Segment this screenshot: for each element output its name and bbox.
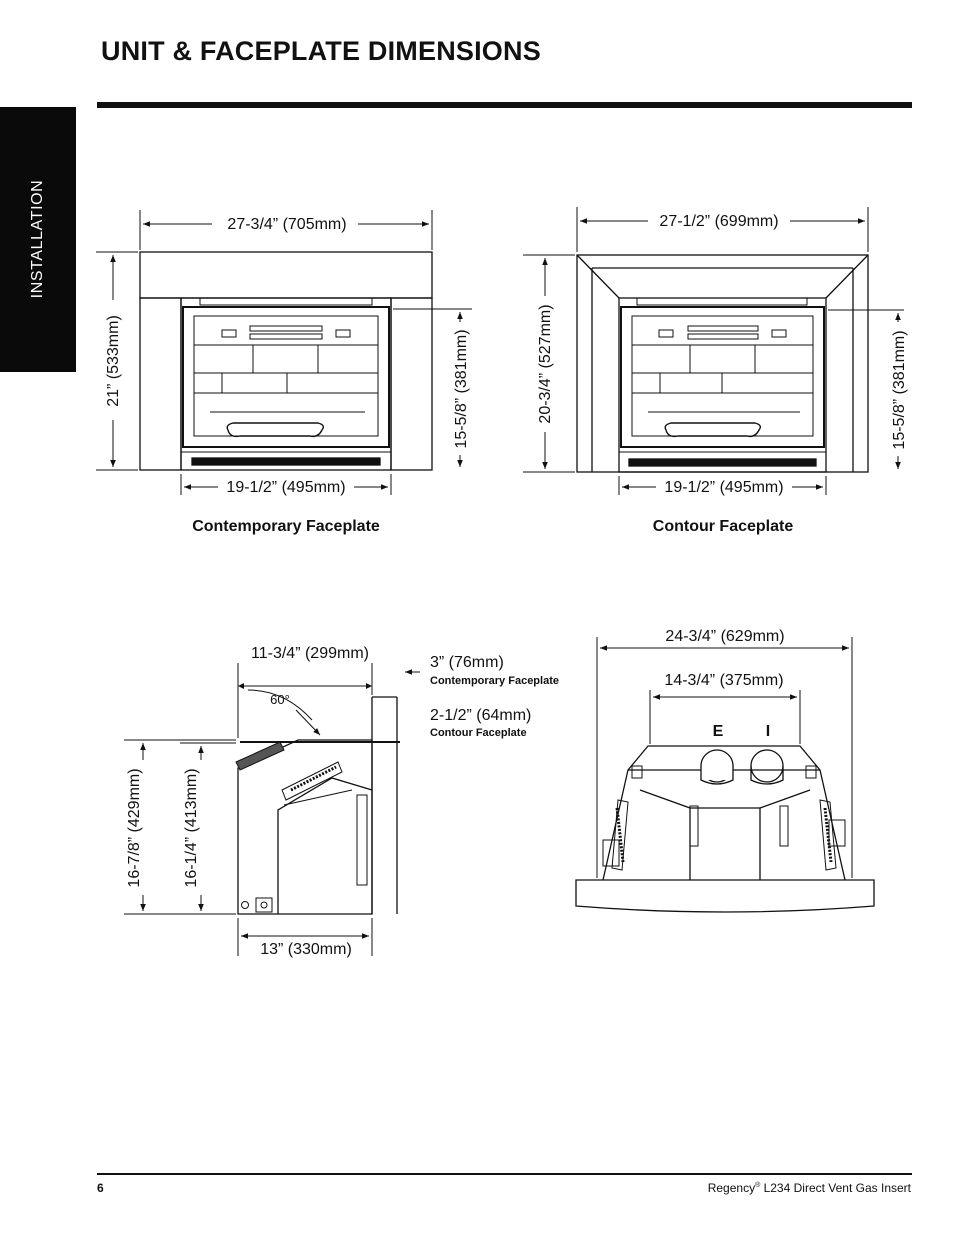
section-tab: INSTALLATION [0, 107, 76, 372]
contour-opening-width-label: 19-1/2” (495mm) [664, 479, 783, 496]
side-offset-2-label: 2-1/2” (64mm) [430, 707, 531, 724]
side-view-dimension-lines [124, 663, 420, 956]
footer-text: Regency® L234 Direct Vent Gas Insert [708, 1181, 911, 1195]
page-title: UNIT & FACEPLATE DIMENSIONS [101, 36, 541, 66]
contour-opening-height-label: 15-5/8” (381mm) [891, 330, 908, 449]
side-offset-1-note: Contemporary Faceplate [430, 675, 559, 687]
contemporary-faceplate-drawing [139, 251, 433, 471]
contemporary-caption: Contemporary Faceplate [192, 518, 380, 535]
side-depth-bottom-label: 13” (330mm) [260, 941, 352, 958]
exhaust-label: E [713, 723, 724, 740]
side-offset-2-note: Contour Faceplate [430, 727, 527, 739]
contemporary-opening-width-label: 19-1/2” (495mm) [226, 479, 345, 496]
contour-dimension-lines [523, 207, 904, 495]
side-angle-label: 60° [270, 692, 290, 707]
top-vent-spacing-label: 14-3/4” (375mm) [664, 672, 783, 689]
contour-width-label: 27-1/2” (699mm) [659, 213, 778, 230]
contemporary-opening-height-label: 15-5/8” (381mm) [453, 329, 470, 448]
contour-height-label: 20-3/4” (527mm) [537, 304, 554, 423]
contour-faceplate-drawing [576, 254, 869, 473]
side-view-drawing [235, 696, 400, 915]
side-height-unit-label: 16-1/4” (413mm) [183, 768, 200, 887]
footer-product: L234 Direct Vent Gas Insert [760, 1181, 911, 1195]
page-number: 6 [97, 1181, 104, 1195]
footer-rule [97, 1173, 912, 1175]
footer-registered-mark: ® [755, 1182, 761, 1189]
contemporary-height-label: 21” (533mm) [105, 315, 122, 407]
side-height-total-label: 16-7/8” (429mm) [126, 768, 143, 887]
top-view-dimension-lines [596, 637, 853, 878]
top-width-total-label: 24-3/4” (629mm) [665, 628, 784, 645]
footer-brand: Regency [707, 1181, 756, 1195]
contemporary-dimension-lines [96, 210, 472, 495]
top-view-drawing [575, 745, 875, 913]
side-depth-top-label: 11-3/4” (299mm) [251, 645, 369, 662]
contemporary-width-label: 27-3/4” (705mm) [227, 216, 346, 233]
title-rule [97, 102, 912, 108]
contour-caption: Contour Faceplate [653, 518, 794, 535]
intake-label: I [766, 723, 770, 740]
side-offset-1-label: 3” (76mm) [430, 654, 504, 671]
